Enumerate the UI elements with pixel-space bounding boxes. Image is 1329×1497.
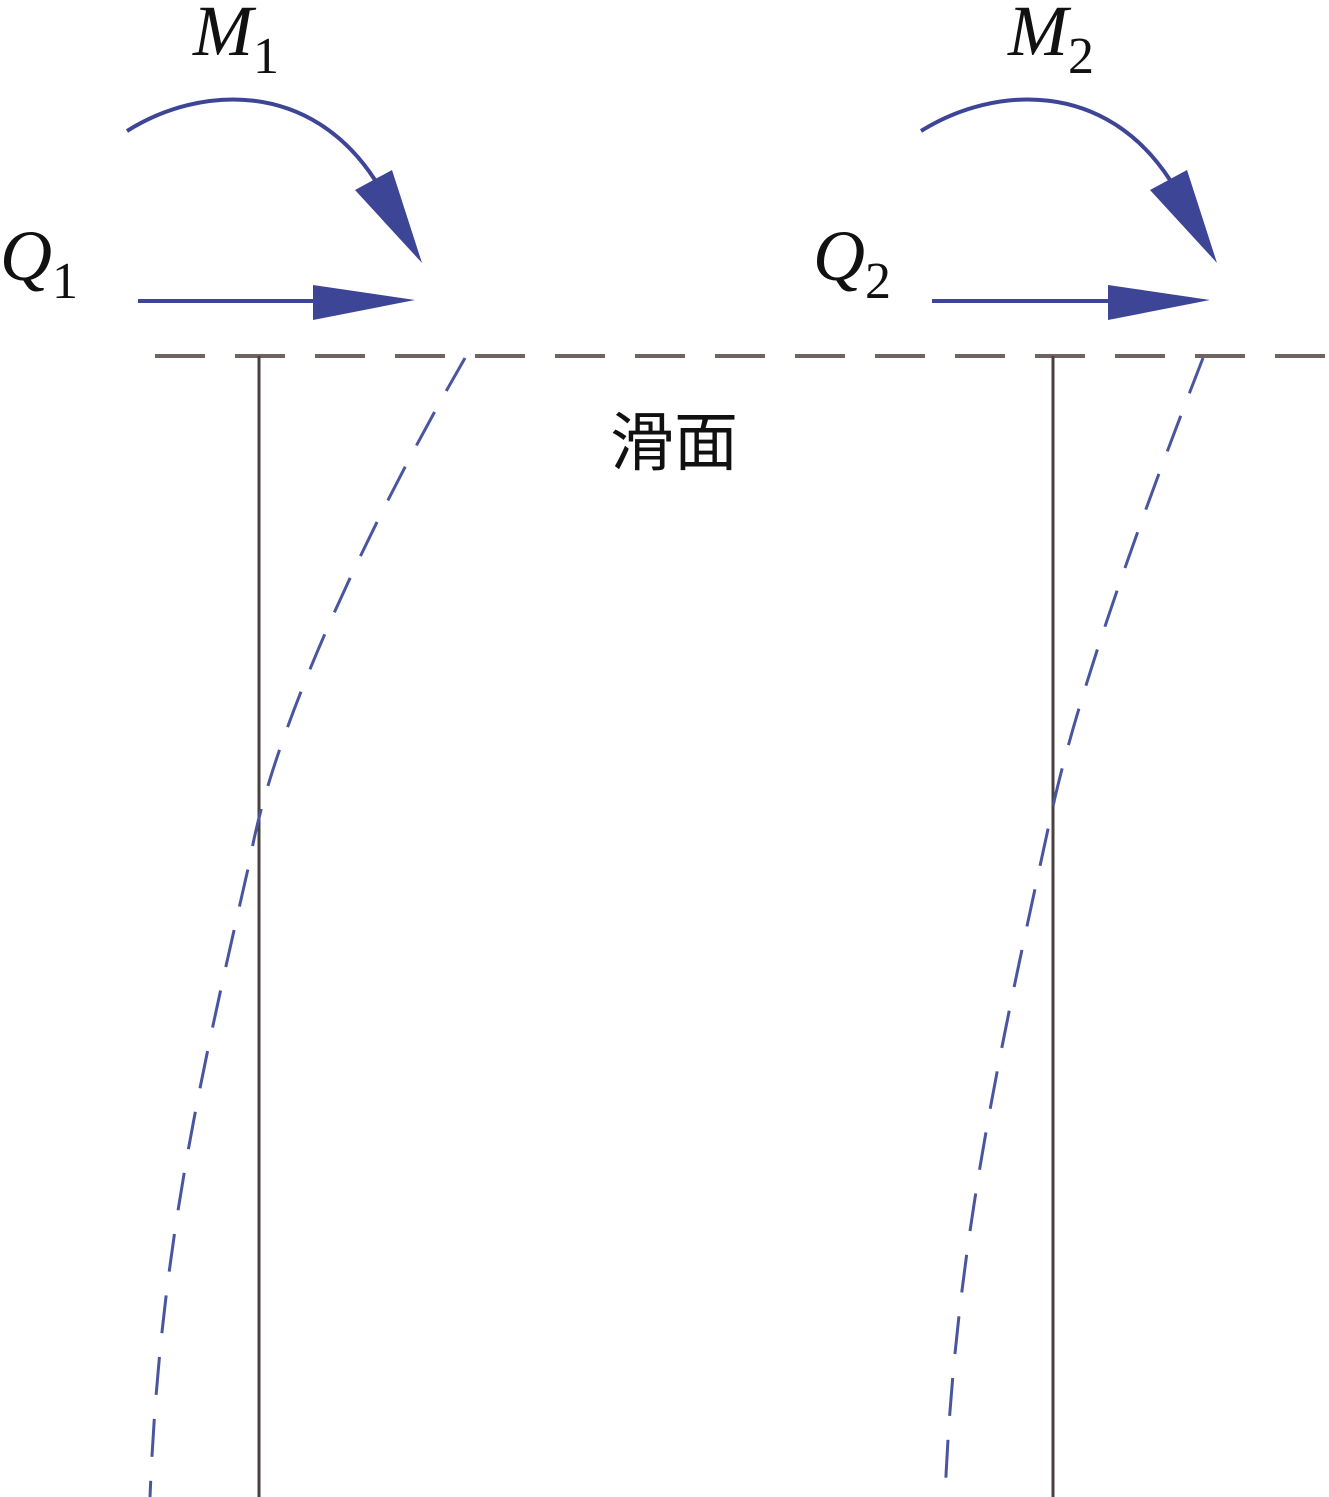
label-q1: Q1 (0, 216, 78, 310)
moment-m2-arrow-icon (919, 97, 1217, 263)
label-m1: M1 (192, 0, 279, 85)
label-slip-surface: 滑面 (610, 407, 738, 481)
pile-1-deflection-curve (148, 357, 467, 1497)
pile-2-deflection-curve (943, 357, 1205, 1497)
moment-m1-arrow-icon (125, 97, 422, 263)
label-q2: Q2 (813, 216, 891, 310)
shear-q1-arrow-icon (138, 285, 415, 320)
label-m2: M2 (1007, 0, 1094, 85)
shear-q2-arrow-icon (932, 285, 1210, 320)
